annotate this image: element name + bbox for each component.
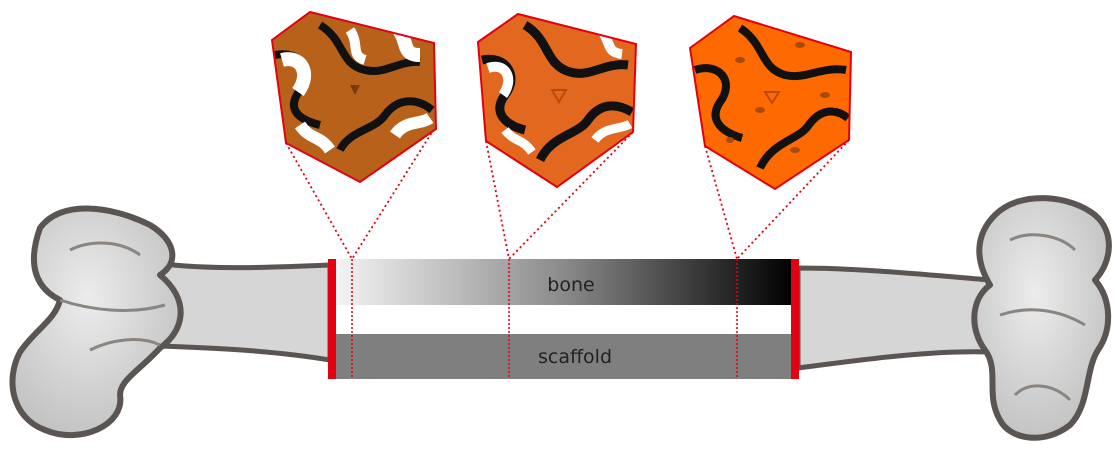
zoom-line-2a — [486, 141, 509, 259]
gyroid-unit-cell-low-density — [272, 12, 436, 182]
left-boundary-marker — [328, 259, 336, 379]
scaffold-label: scaffold — [538, 346, 612, 368]
bone-label: bone — [547, 274, 594, 296]
femur-shaft-right — [798, 268, 990, 368]
bar-gap — [335, 305, 793, 334]
gradient-bars: bone scaffold — [328, 259, 799, 379]
right-boundary-marker — [791, 259, 799, 379]
gyroid-unit-cell-medium-density — [478, 14, 636, 187]
